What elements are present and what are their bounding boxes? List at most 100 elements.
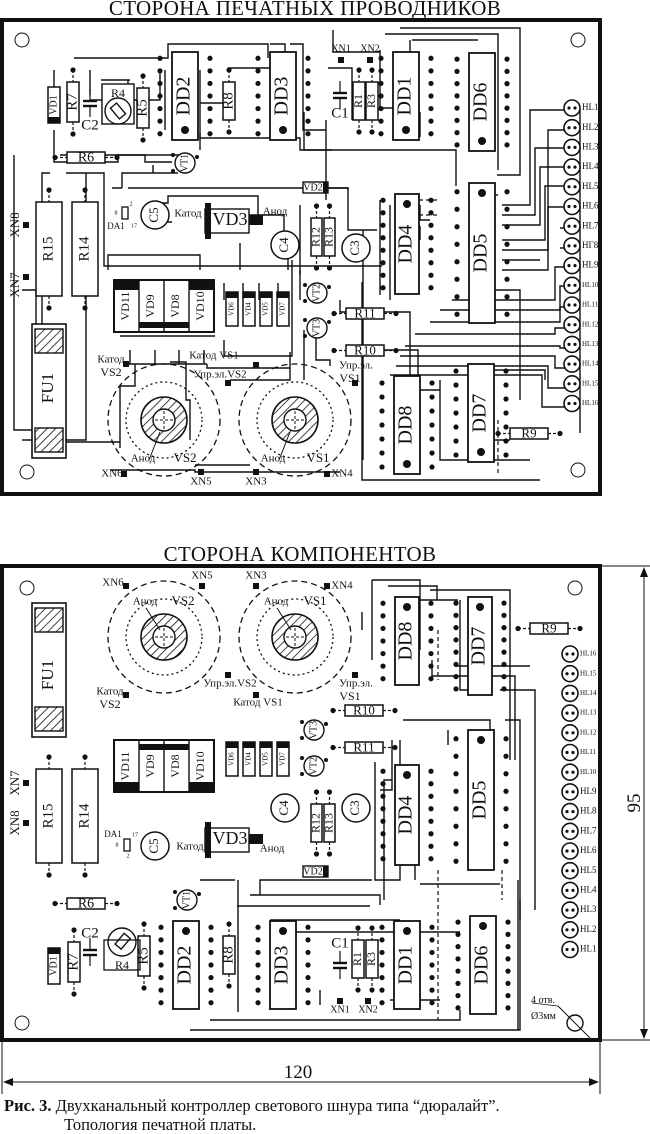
resistor-r14: R14 (71, 754, 99, 878)
pad-dot (505, 1005, 511, 1011)
pad-dot (157, 93, 163, 99)
pad-dot (255, 93, 261, 99)
thyristor-vs1 (238, 363, 352, 477)
led-label: HL3 (582, 141, 599, 151)
pad-dot (379, 380, 385, 386)
led-label: HL14 (582, 360, 599, 368)
pad-dot (313, 789, 320, 795)
pad-dot (428, 260, 434, 266)
pad-dot (331, 347, 337, 354)
chip-dd1: DD1 (378, 51, 434, 141)
diode-label: VD10 (193, 751, 207, 780)
connector-label: XN5 (190, 476, 212, 488)
trace (430, 306, 566, 323)
pad-dot (46, 187, 52, 193)
pad-dot (454, 105, 460, 111)
diode-vd7: VD7 (276, 291, 290, 327)
pin-label: 8 (115, 210, 118, 216)
pad-dot (567, 342, 571, 346)
pin1-key (403, 460, 411, 468)
pad-dot (503, 858, 509, 864)
pad-dot (571, 711, 575, 715)
pad-dot (369, 925, 375, 931)
pad-dot (428, 831, 434, 837)
chip-label: DD8 (395, 622, 417, 661)
led-label: HL10 (580, 768, 597, 776)
resistor-r6: R6 (52, 897, 120, 912)
resistor-label: R14 (76, 236, 92, 262)
hole-note-count: 4 отв. (531, 995, 555, 1006)
led-label: HL3 (580, 904, 597, 914)
diode-vd6: VD6 (225, 291, 239, 327)
pad-dot (503, 788, 509, 794)
pad-dot (455, 968, 461, 974)
transistor-vt3: VT3 (300, 719, 328, 741)
chip-label: DD5 (469, 781, 491, 820)
thyristor-inner (256, 381, 334, 459)
led-hl9 (561, 783, 579, 801)
pad-dot (255, 924, 261, 930)
trimmer-slot (114, 932, 132, 951)
pad-dot (428, 68, 434, 74)
pad-dot (380, 793, 386, 799)
led-hl6 (563, 197, 581, 216)
band (189, 280, 214, 290)
pad-dot (428, 768, 434, 774)
capacitor-body (140, 200, 170, 230)
pad-dot (567, 323, 571, 327)
resistor-label: R9 (521, 425, 536, 440)
pad-dot (428, 818, 434, 824)
pad-dot (428, 600, 434, 606)
led-label: HL2 (582, 122, 599, 132)
thyristor-outline (107, 363, 221, 477)
connector-pad (253, 362, 259, 368)
upr-vs2-label: Упр.эл.VS2 (203, 678, 256, 690)
led-body (561, 901, 579, 919)
trace (276, 607, 292, 631)
led-hl12 (561, 723, 579, 742)
diode-vd7: VD7 (276, 741, 290, 777)
pad-dot (567, 185, 571, 189)
trace (107, 254, 201, 270)
pad-dot (455, 919, 461, 925)
pad-dot (571, 928, 575, 932)
led-hl1 (561, 940, 579, 959)
trace (74, 43, 269, 59)
caption-line-1: Двухканальный контроллер светового шнура… (55, 1096, 500, 1115)
diode-label: VD1 (48, 95, 59, 114)
pad-dot (567, 244, 571, 248)
trace (380, 349, 440, 391)
pad-dot (501, 625, 507, 631)
pad-dot (429, 987, 435, 993)
da1-label: DA1 (107, 221, 125, 231)
pad-dot (567, 362, 571, 366)
pad-dot (565, 731, 569, 735)
pad-dot (515, 625, 521, 632)
thyristor-outline (107, 580, 221, 694)
pad-dot (255, 949, 261, 956)
pin1-key (402, 126, 410, 134)
trace (439, 380, 530, 461)
chip-label: DD5 (470, 234, 492, 273)
resistor-label: R9 (541, 620, 556, 635)
caption-line-2: Топология печатной платы. (64, 1115, 257, 1134)
pad-dot (380, 613, 386, 619)
pad-dot (208, 1000, 214, 1006)
pad-dot (378, 55, 384, 61)
pad-dot (573, 401, 577, 406)
pad-dot (504, 259, 510, 265)
pad-dot (380, 600, 386, 606)
pad-dot (501, 661, 507, 667)
resistor-label: R15 (40, 236, 56, 261)
pad-dot (453, 661, 459, 667)
pad-dot (565, 750, 569, 755)
pad-dot (565, 711, 569, 715)
diode-anode-tab (249, 215, 263, 225)
pad-dot (326, 789, 333, 795)
connector-label: XN3 (245, 476, 267, 488)
diode-vd1: VD1 (47, 86, 61, 124)
pad-dot (313, 851, 320, 857)
pin1-key (403, 771, 411, 779)
